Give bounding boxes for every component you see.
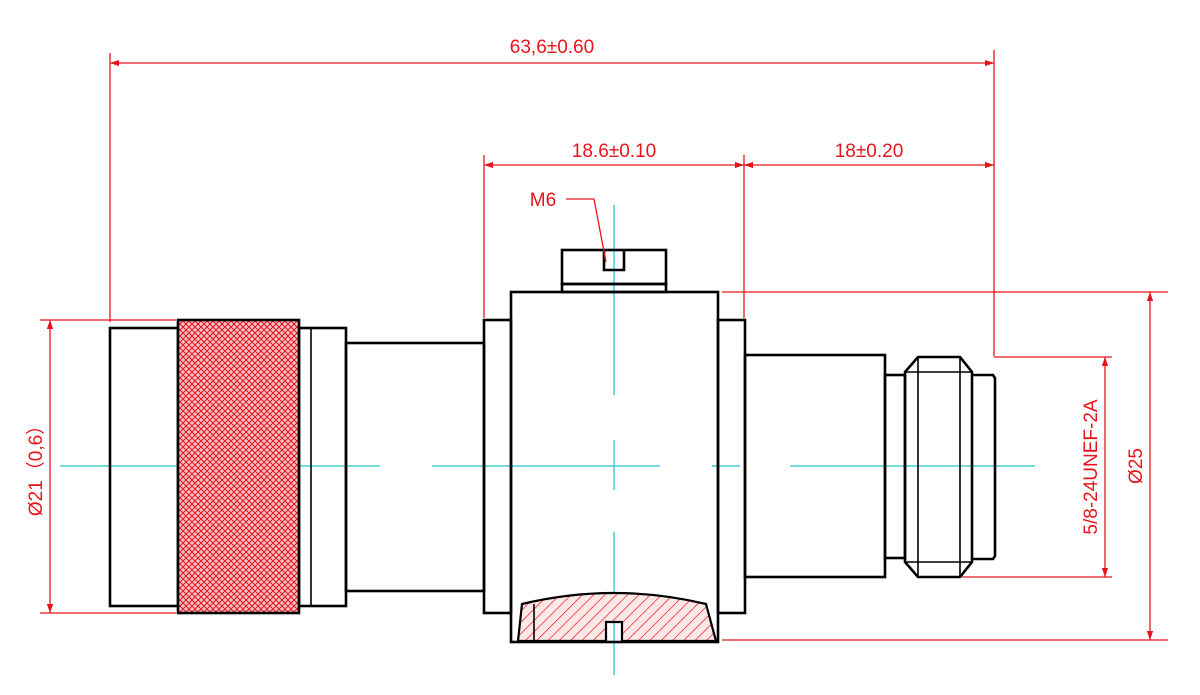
dimension-labels: 63,6±0.60 18.6±0.10 18±0.20 M6 Ø21（0,6） …	[25, 37, 1147, 535]
thread-end	[972, 373, 997, 561]
right-connector	[743, 353, 997, 579]
m6-leader	[566, 198, 607, 263]
left-connector	[108, 318, 486, 615]
body-diameter-label: Ø25	[1126, 448, 1147, 484]
m6-label: M6	[530, 190, 556, 211]
right-length-label: 18±0.20	[835, 141, 904, 162]
center-body	[482, 290, 747, 644]
left-end-cap	[108, 326, 180, 608]
left-shaft	[344, 341, 486, 593]
section-hatch	[516, 591, 718, 643]
body-length-label: 18.6±0.10	[572, 141, 656, 162]
nut-rear-collar	[297, 326, 348, 608]
overall-length-label: 63,6±0.60	[510, 37, 594, 58]
thread-label: 5/8-24UNEF-2A	[1081, 399, 1102, 534]
hex-nut	[903, 355, 974, 579]
left-diameter-label: Ø21（0,6）	[25, 416, 47, 516]
dimension-lines	[40, 50, 1168, 641]
knurled-coupling-nut	[176, 318, 301, 615]
screw-slot	[602, 250, 626, 272]
m6-screw	[560, 248, 668, 294]
screw-washer	[560, 282, 668, 294]
